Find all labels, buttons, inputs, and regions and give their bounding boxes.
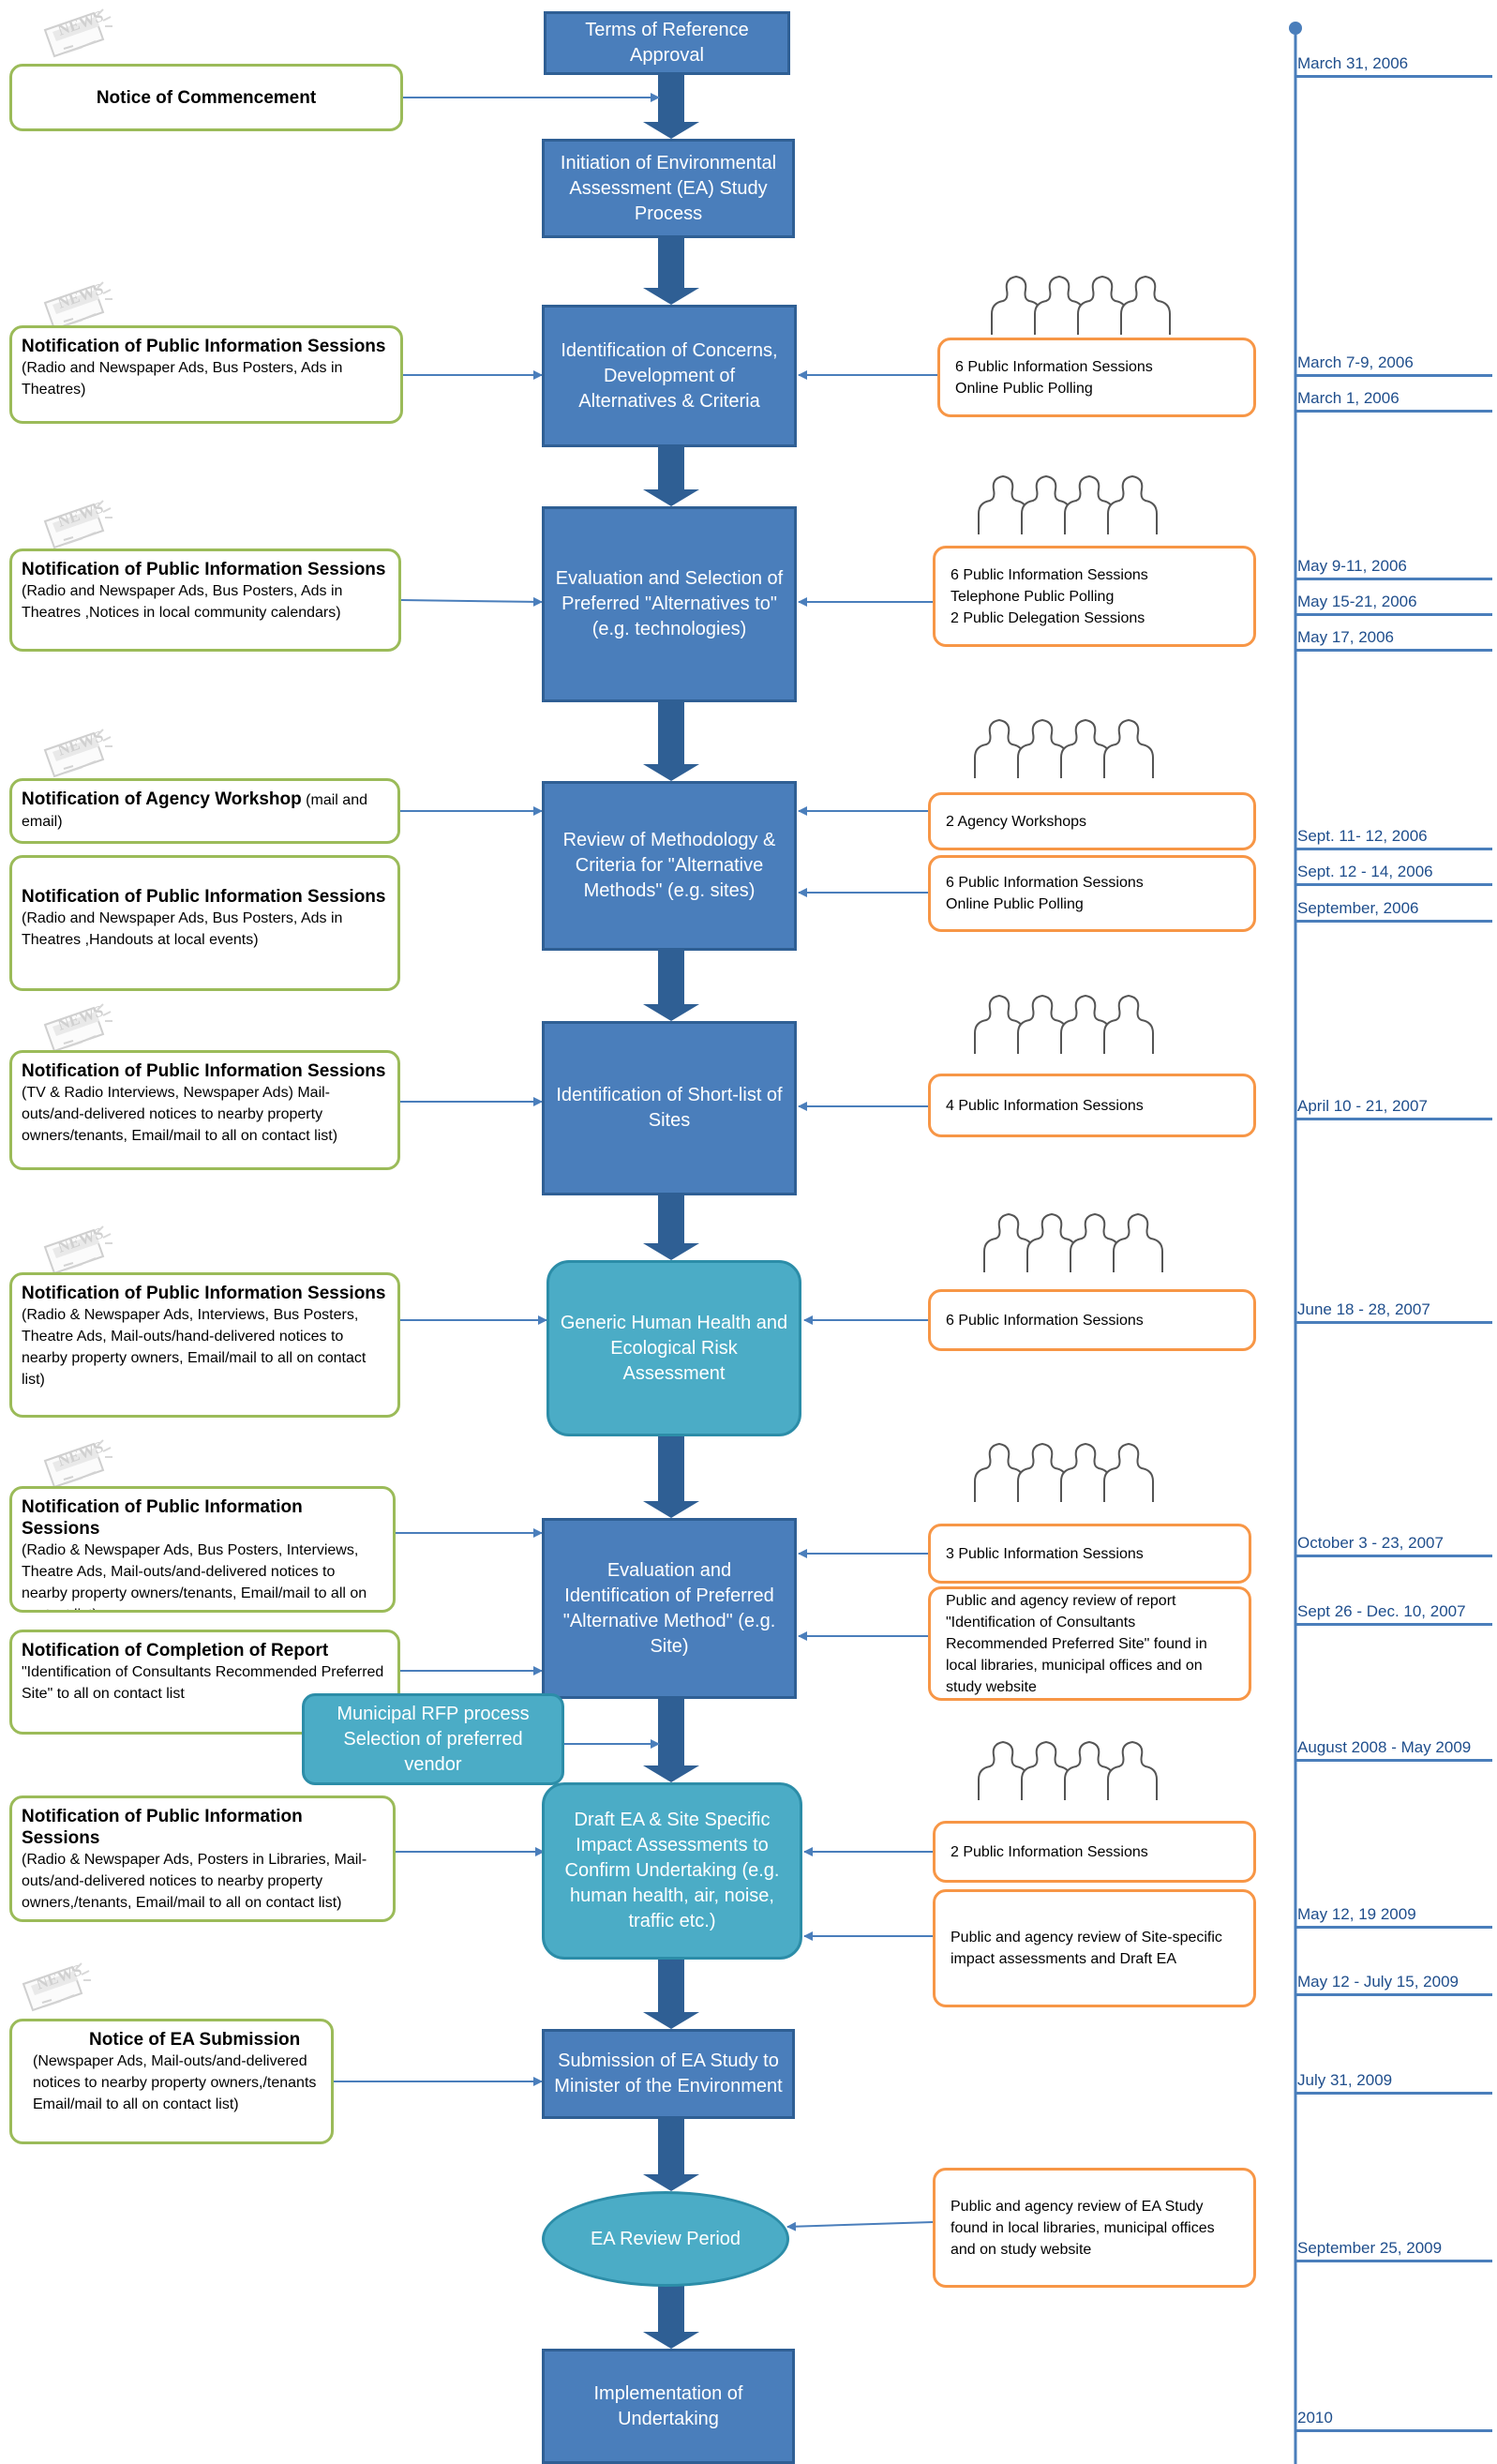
process-initiation: Initiation of Environmental Assessment (… (542, 139, 795, 238)
timeline-date: May 17, 2006 (1295, 626, 1492, 652)
process-review: EA Review Period (542, 2191, 789, 2287)
sessions-health: 6 Public Information Sessions (928, 1289, 1256, 1351)
timeline-date: April 10 - 21, 2007 (1295, 1095, 1492, 1120)
notice-title: Notification of Public Information Sessi… (22, 1284, 386, 1303)
session-line: 6 Public Information Sessions (946, 1312, 1144, 1329)
process-implementation: Implementation of Undertaking (542, 2349, 795, 2464)
session-line: Online Public Polling (946, 896, 1084, 912)
review-impact-assessments: Public and agency review of Site-specifi… (933, 1889, 1256, 2007)
sessions-concerns: 6 Public Information Sessions Online Pub… (937, 338, 1256, 417)
process-preferred: Evaluation and Identification of Preferr… (542, 1518, 797, 1699)
notice-info-sessions-5: Notification of Public Information Sessi… (9, 1272, 400, 1418)
session-line: Public and agency review of Site-specifi… (951, 1930, 1222, 1967)
notice-detail: (Radio & Newspaper Ads, Posters in Libra… (22, 1852, 367, 1911)
notice-agency-workshop: Notification of Agency Workshop (mail an… (9, 778, 400, 844)
timeline-date: May 15-21, 2006 (1295, 591, 1492, 616)
notice-detail: "Identification of Consultants Recommend… (22, 1664, 384, 1702)
session-line: Public and agency review of EA Study fou… (951, 2198, 1215, 2258)
session-line: 2 Agency Workshops (946, 813, 1087, 830)
notice-detail: (Radio & Newspaper Ads, Interviews, Bus … (22, 1307, 367, 1388)
session-line: 3 Public Information Sessions (946, 1545, 1144, 1562)
timeline-date: March 1, 2006 (1295, 387, 1492, 413)
notice-title: Notification of Public Information Sessi… (22, 337, 386, 356)
flow-arrows (643, 73, 699, 2349)
notice-detail: (Radio and Newspaper Ads, Bus Posters, A… (22, 360, 343, 398)
timeline-start-dot (1289, 22, 1302, 35)
timeline-date: May 12, 19 2009 (1295, 1903, 1492, 1929)
notice-detail: (TV & Radio Interviews, Newspaper Ads) M… (22, 1085, 338, 1144)
session-line: 4 Public Information Sessions (946, 1097, 1144, 1114)
timeline-date: May 12 - July 15, 2009 (1295, 1971, 1492, 1996)
review-report-preferred-site: Public and agency review of report "Iden… (928, 1586, 1251, 1701)
sessions-preferred: 3 Public Information Sessions (928, 1524, 1251, 1584)
process-shortlist: Identification of Short-list of Sites (542, 1021, 797, 1195)
sessions-agency-workshops: 2 Agency Workshops (928, 792, 1256, 850)
timeline-date: Sept. 12 - 14, 2006 (1295, 861, 1492, 886)
process-draft: Draft EA & Site Specific Impact Assessme… (542, 1782, 802, 1960)
process-evaluation: Evaluation and Selection of Preferred "A… (542, 506, 797, 702)
timeline-date: March 7-9, 2006 (1295, 352, 1492, 377)
timeline-date: October 3 - 23, 2007 (1295, 1532, 1492, 1557)
notice-title: Notification of Agency Workshop (22, 789, 302, 809)
notice-detail: (Radio and Newspaper Ads, Bus Posters, A… (22, 583, 343, 621)
timeline-date: 2010 (1295, 2407, 1492, 2432)
process-rfp: Municipal RFP process Selection of prefe… (302, 1693, 564, 1785)
notice-detail: (Newspaper Ads, Mail-outs/and-delivered … (33, 2053, 317, 2112)
notice-title: Notification of Public Information Sessi… (22, 1807, 303, 1848)
session-line: 2 Public Delegation Sessions (951, 609, 1145, 626)
timeline-date: Sept. 11- 12, 2006 (1295, 825, 1492, 850)
session-line: 2 Public Information Sessions (951, 1843, 1148, 1860)
notice-info-sessions-4: Notification of Public Information Sessi… (9, 1050, 400, 1170)
sessions-methodology: 6 Public Information Sessions Online Pub… (928, 855, 1256, 932)
process-health: Generic Human Health and Ecological Risk… (546, 1260, 801, 1436)
session-line: 6 Public Information Sessions (955, 358, 1153, 375)
timeline-date: September 25, 2009 (1295, 2237, 1492, 2262)
notice-title: Notification of Public Information Sessi… (22, 1061, 386, 1081)
timeline-date: June 18 - 28, 2007 (1295, 1299, 1492, 1324)
timeline-date: September, 2006 (1295, 897, 1492, 923)
notice-commencement: Notice of Commencement (9, 64, 403, 131)
notice-ea-submission: Notice of EA Submission (Newspaper Ads, … (9, 2019, 334, 2144)
notice-title: Notification of Completion of Report (22, 1641, 329, 1660)
sessions-evaluation: 6 Public Information Sessions Telephone … (933, 546, 1256, 647)
process-terms: Terms of Reference Approval (544, 11, 790, 75)
notice-detail: (Radio and Newspaper Ads, Bus Posters, A… (22, 910, 343, 948)
sessions-shortlist: 4 Public Information Sessions (928, 1074, 1256, 1137)
timeline-date: Sept 26 - Dec. 10, 2007 (1295, 1600, 1492, 1626)
notice-info-sessions-3: Notification of Public Information Sessi… (9, 855, 400, 991)
notice-title: Notification of Public Information Sessi… (22, 1497, 303, 1539)
timeline-date: March 31, 2006 (1295, 53, 1492, 78)
session-line: Public and agency review of report "Iden… (946, 1592, 1207, 1695)
notice-info-sessions-1: Notification of Public Information Sessi… (9, 325, 403, 424)
notice-title: Notification of Public Information Sessi… (22, 560, 386, 579)
process-methodology: Review of Methodology & Criteria for "Al… (542, 781, 797, 951)
notice-detail: (Radio & Newspaper Ads, Bus Posters, Int… (22, 1542, 367, 1610)
session-line: Online Public Polling (955, 380, 1093, 397)
notice-title: Notification of Public Information Sessi… (22, 887, 386, 907)
session-line: Telephone Public Polling (951, 588, 1115, 605)
notice-info-sessions-7: Notification of Public Information Sessi… (9, 1795, 396, 1922)
session-line: 6 Public Information Sessions (946, 875, 1144, 891)
notice-title: Notice of Commencement (96, 87, 317, 108)
timeline-date: August 2008 - May 2009 (1295, 1736, 1492, 1762)
timeline-date: May 9-11, 2006 (1295, 555, 1492, 580)
sessions-draft: 2 Public Information Sessions (933, 1821, 1256, 1883)
notice-title: Notice of EA Submission (89, 2030, 301, 2050)
timeline-date: July 31, 2009 (1295, 2069, 1492, 2095)
review-ea-study: Public and agency review of EA Study fou… (933, 2168, 1256, 2288)
connector-lines (334, 93, 937, 2231)
notice-info-sessions-6: Notification of Public Information Sessi… (9, 1486, 396, 1613)
notice-info-sessions-2: Notification of Public Information Sessi… (9, 548, 401, 652)
notice-detail: (mail and email) (22, 792, 367, 830)
session-line: 6 Public Information Sessions (951, 566, 1148, 583)
process-submission: Submission of EA Study to Minister of th… (542, 2029, 795, 2119)
process-concerns: Identification of Concerns, Development … (542, 305, 797, 447)
